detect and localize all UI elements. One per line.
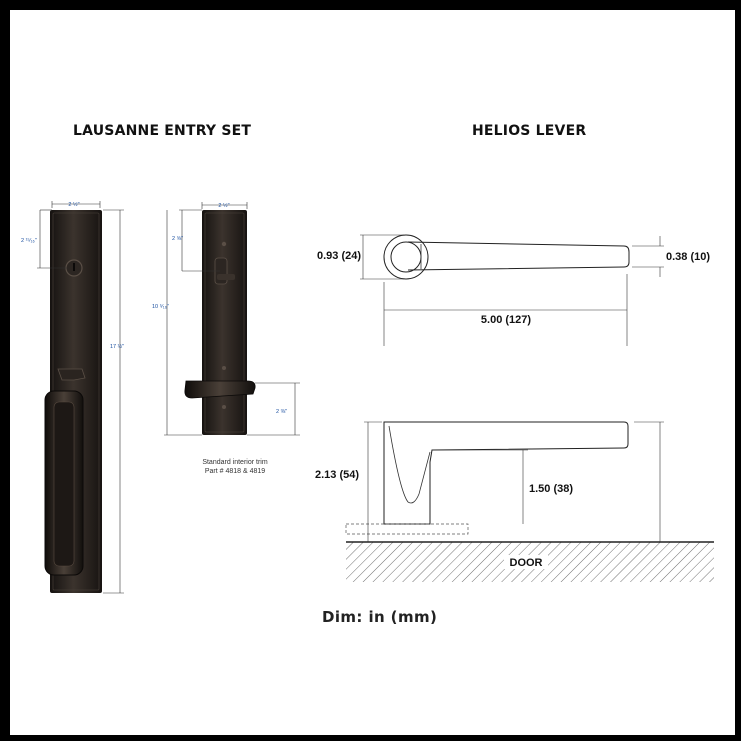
trim-caption-line2: Part # 4818 & 4819 [204, 468, 266, 475]
entry-bore-dim: 2 ¹⁵⁄₁₆" [21, 237, 37, 244]
lever-side-view: DOOR 2.13 (54) 1.50 (38) [315, 421, 714, 582]
lausanne-title: LAUSANNE ENTRY SET [73, 123, 252, 139]
lever-top-view: 0.93 (24) 0.38 (10) 5.00 (127) [317, 234, 710, 346]
entry-set-plate [44, 210, 102, 593]
trim-height-dim: 10 ⁵⁄₁₆" [152, 303, 169, 310]
entry-set-dimensions: 2 ½" 2 ¹⁵⁄₁₆" 17 ½" [21, 201, 124, 594]
spec-sheet: LAUSANNE ENTRY SET HELIOS LEVER [10, 10, 735, 735]
dimension-units-footer: Dim: in (mm) [322, 608, 438, 626]
trim-caption: Standard interior trim Part # 4818 & 481… [180, 458, 290, 476]
entry-height-dim: 17 ½" [110, 343, 124, 350]
trim-lever-dim: 2 ⅜" [276, 409, 287, 415]
rose-height-dim: 0.93 (24) [317, 250, 361, 262]
entry-width-dim: 2 ½" [68, 201, 79, 208]
trim-turn-dim: 2 ⅝" [172, 236, 183, 242]
helios-title: HELIOS LEVER [472, 123, 587, 139]
interior-lever-icon [184, 380, 256, 399]
lever-length-dim: 5.00 (127) [481, 314, 531, 326]
projection-dim: 2.13 (54) [315, 469, 359, 481]
handle-height-dim: 1.50 (38) [529, 483, 573, 495]
drawings: 2 ½" 2 ¹⁵⁄₁₆" 17 ½" [21, 201, 714, 594]
interior-trim-dimensions: 2 ½" 2 ⅝" 10 ⁵⁄₁₆" 2 ⅜" [152, 202, 300, 436]
lever-thickness-dim: 0.38 (10) [666, 251, 710, 263]
trim-caption-line1: Standard interior trim [202, 459, 268, 466]
trim-width-dim: 2 ½" [218, 202, 229, 209]
interior-trim-plate [184, 210, 256, 435]
door-label: DOOR [510, 557, 543, 569]
